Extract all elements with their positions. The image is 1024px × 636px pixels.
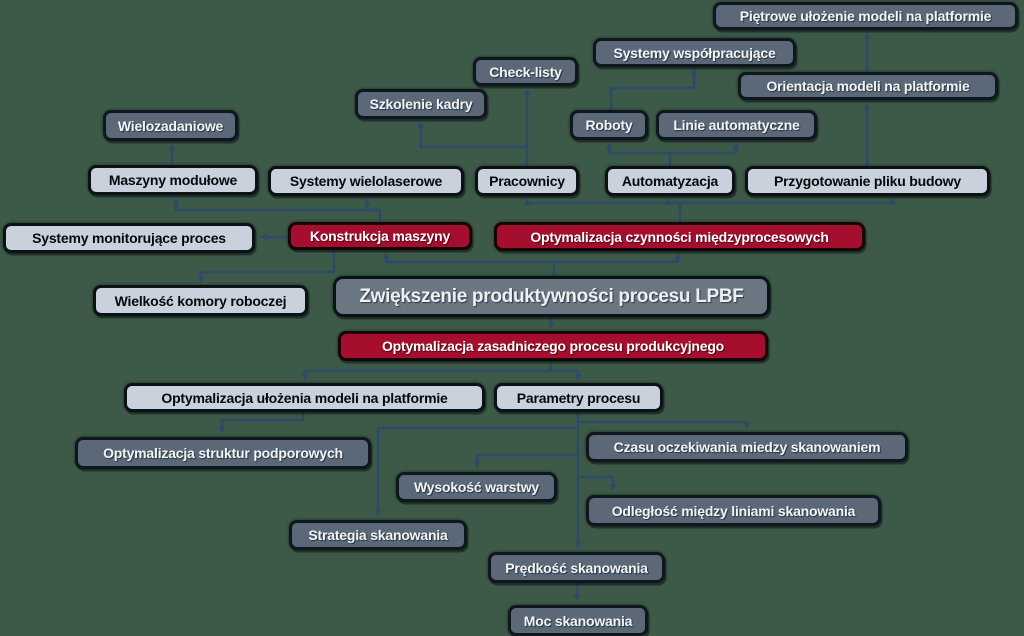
node-opt-ulozenia: Optymalizacja ułożenia modeli na platfor… (124, 383, 485, 412)
node-opt-czynnosci: Optymalizacja czynności międzyprocesowyc… (494, 222, 865, 251)
node-szkolenie-kadry: Szkolenie kadry (355, 89, 487, 119)
edge-czynnosci-pracownicy (523, 198, 682, 222)
edge-automatyzacja-linie (670, 142, 740, 155)
node-konstrukcja-maszyny: Konstrukcja maszyny (288, 222, 472, 250)
edge-czynnosci-przygotowanie (680, 198, 897, 205)
edge-parametry-czas (578, 420, 751, 429)
edge-ulozenia-struktur (218, 412, 305, 434)
node-czas-oczekiwania: Czasu oczekiwania miedzy skanowaniem (586, 432, 908, 462)
edge-konstrukcja-wielolaserowe (363, 198, 380, 212)
node-linie-automatyczne: Linie automatyczne (656, 110, 817, 140)
node-systemy-wspolpracujace: Systemy współpracujące (593, 38, 796, 67)
edge-pracownicy-szkolenie (417, 121, 527, 149)
node-pracownicy: Pracownicy (475, 166, 579, 196)
node-maszyny-modulowe: Maszyny modułowe (88, 165, 258, 195)
node-systemy-wielolaserowe: Systemy wielolaserowe (268, 166, 464, 196)
edge-automatyzacja-roboty (605, 142, 672, 166)
edge-zasadniczego-parametry (551, 369, 582, 381)
edge-konstrukcja-wielkosc-komory (197, 250, 336, 283)
node-check-listy: Check-listy (473, 57, 578, 86)
node-wielkosc-komory: Wielkość komory roboczej (93, 285, 308, 316)
node-strategia-skanowania: Strategia skanowania (289, 520, 467, 550)
edge-konstrukcja-maszyny-modulowe (172, 198, 382, 222)
edge-parametry-strategia (374, 426, 578, 517)
node-przygotowanie-pliku-budowy: Przygotowanie pliku budowy (745, 166, 990, 196)
edge-roboty-wspolpracujace (609, 69, 698, 110)
node-predkosc-skanowania: Prędkość skanowania (488, 552, 665, 583)
node-automatyzacja: Automatyzacja (605, 166, 735, 196)
node-opt-zasadniczego: Optymalizacja zasadniczego procesu produ… (338, 331, 768, 361)
edge-zwiekszenie-konstrukcja (382, 252, 556, 276)
node-wielozadaniowe: Wielozadaniowe (103, 110, 238, 141)
edge-parametry-wysokosc (473, 453, 578, 468)
node-roboty: Roboty (570, 110, 648, 140)
node-odleglosc-linii: Odległość między liniami skanowania (586, 495, 881, 526)
edge-zasadniczego-ulozenia (301, 361, 553, 381)
node-wysokosc-warstwy: Wysokość warstwy (396, 472, 557, 502)
node-pietrowe-ulozenie: Piętrowe ułożenie modeli na platformie (713, 2, 1018, 30)
node-systemy-monitorujace: Systemy monitorujące proces (3, 223, 255, 253)
edge-parametry-odleglosc (578, 475, 617, 491)
edge-zwiekszenie-czynnosci (554, 253, 682, 264)
node-parametry-procesu: Parametry procesu (494, 383, 663, 412)
node-zwiekszenie-lpbf: Zwiększenie produktywności procesu LPBF (333, 276, 770, 317)
node-moc-skanowania: Moc skanowania (508, 605, 648, 636)
node-orientacja-modeli: Orientacja modeli na platformie (738, 72, 998, 100)
node-opt-struktur: Optymalizacja struktur podporowych (75, 437, 371, 469)
